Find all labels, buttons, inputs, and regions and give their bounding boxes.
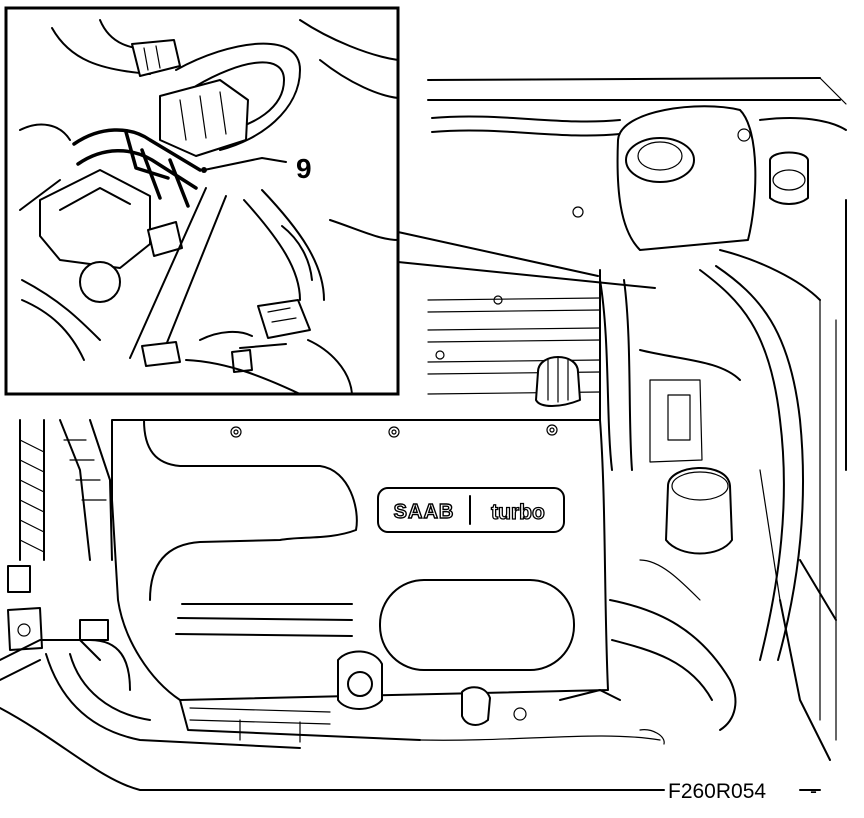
brand-model-text: turbo <box>491 501 545 524</box>
engine-bay-background <box>427 77 847 761</box>
engine-cover <box>111 419 609 701</box>
detail-inset <box>4 6 656 396</box>
figure-code: F260R054 <box>668 780 766 803</box>
callout-number-9: 9 <box>296 153 312 184</box>
figure-code-suffix: - <box>810 780 817 803</box>
radiator-area <box>0 419 301 749</box>
lower-engine-parts <box>179 650 665 745</box>
brand-logo-text: SAAB <box>394 501 455 523</box>
front-body-line <box>0 707 665 791</box>
